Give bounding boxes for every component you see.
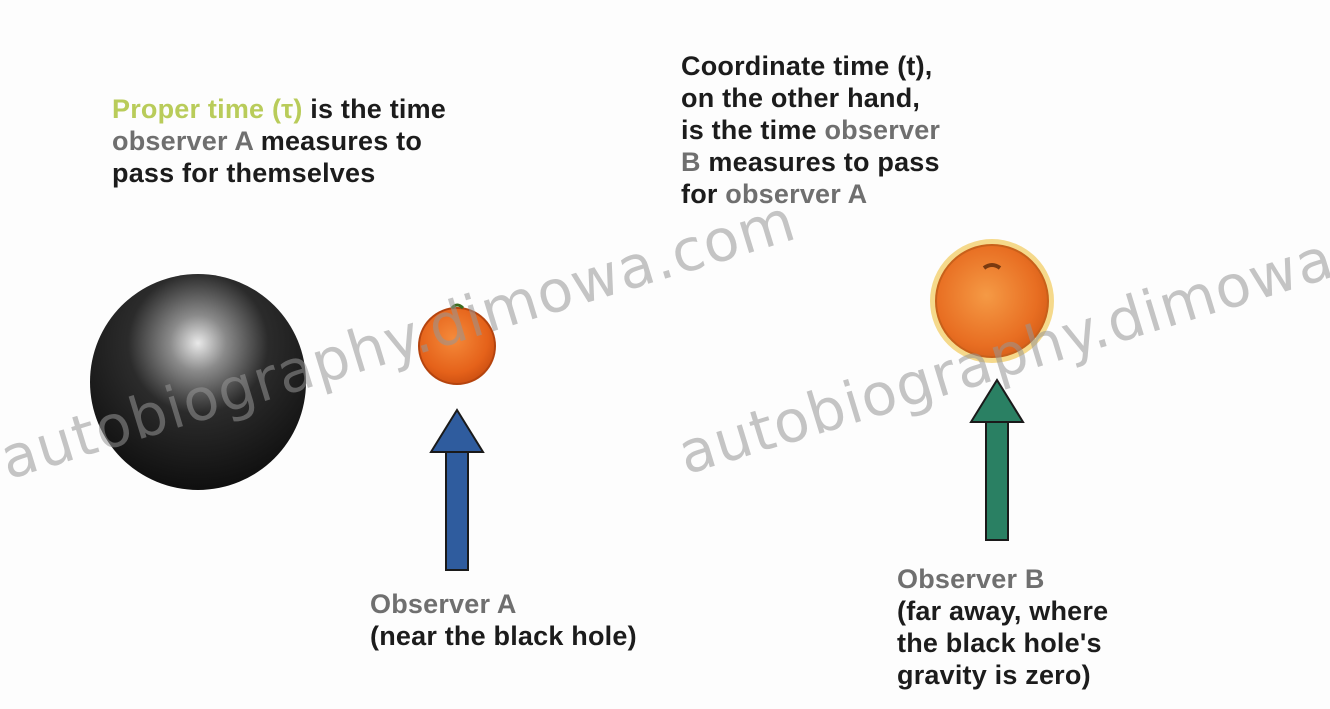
- observer-b-detail-line-2: the black hole's: [897, 628, 1102, 658]
- observer-b-detail-line-3: gravity is zero): [897, 660, 1091, 690]
- observer-b-label: Observer B (far away, where the black ho…: [897, 563, 1108, 691]
- observer-a-arrow-icon: [429, 408, 485, 571]
- coordinate-time-definition: Coordinate time (t), on the other hand, …: [681, 50, 940, 210]
- proper-time-line1-rest: is the time: [302, 94, 447, 124]
- observer-b-orange-icon: [930, 239, 1054, 363]
- coordinate-time-line3-observer: observer: [824, 115, 941, 145]
- proper-time-line3: pass for themselves: [112, 158, 376, 188]
- observer-b-title: Observer B: [897, 564, 1045, 594]
- proper-time-definition: Proper time (τ) is the time observer A m…: [112, 93, 446, 189]
- black-hole: [90, 274, 306, 490]
- coordinate-time-line4-observer: B: [681, 147, 701, 177]
- observer-b-arrow-icon: [969, 378, 1025, 541]
- coordinate-time-line2: on the other hand,: [681, 83, 921, 113]
- observer-b-detail-line-1: (far away, where: [897, 596, 1109, 626]
- observer-a-label: Observer A (near the black hole): [370, 588, 637, 652]
- coordinate-time-line5-pre: for: [681, 179, 726, 209]
- coordinate-time-line1: Coordinate time (t),: [681, 51, 933, 81]
- observer-a-orange-icon: [418, 303, 496, 385]
- proper-time-observer-a: observer A: [112, 126, 254, 156]
- coordinate-time-line3-pre: is the time: [681, 115, 825, 145]
- coordinate-time-line4-rest: measures to pass: [700, 147, 940, 177]
- proper-time-term: Proper time (τ): [112, 94, 303, 124]
- coordinate-time-line5-observer: observer A: [725, 179, 868, 209]
- proper-time-line2-rest: measures to: [253, 126, 423, 156]
- observer-a-detail: (near the black hole): [370, 621, 637, 651]
- observer-a-title: Observer A: [370, 589, 517, 619]
